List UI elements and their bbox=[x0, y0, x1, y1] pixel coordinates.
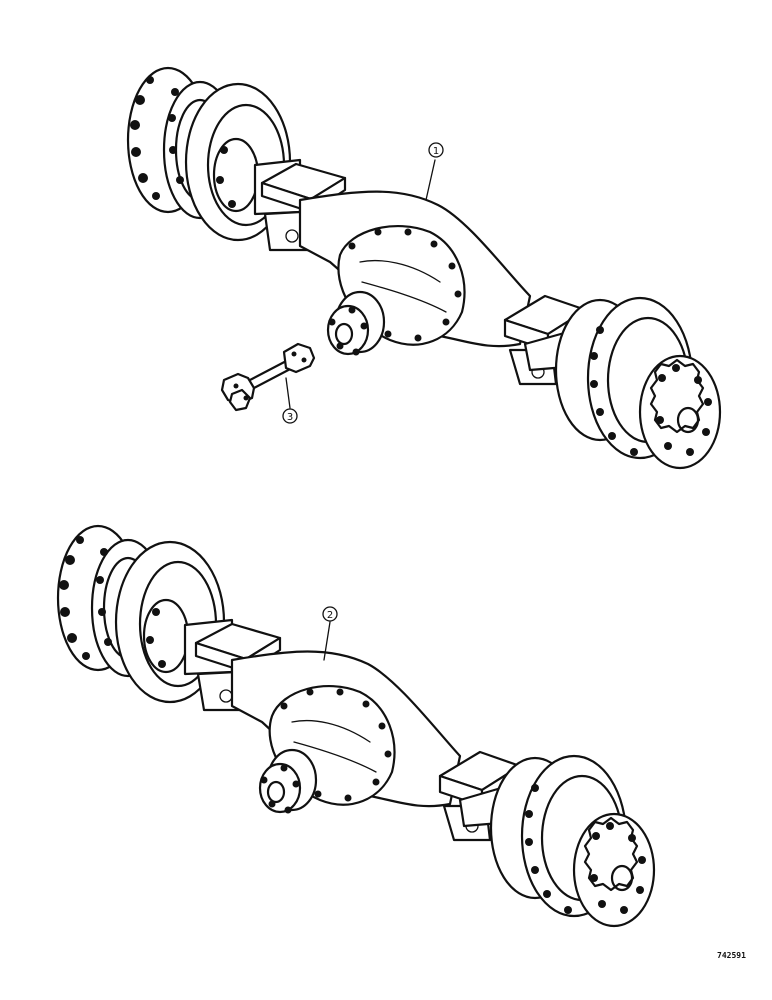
callout-label-2: 2 bbox=[327, 610, 333, 621]
axle-assembly-2: 2 bbox=[56, 524, 656, 928]
right-hub-2 bbox=[489, 754, 656, 928]
differential-housing-1 bbox=[326, 224, 466, 356]
right-hub-1 bbox=[554, 296, 722, 470]
callout-circle-3 bbox=[282, 408, 298, 424]
axle-assembly-1: 1 bbox=[126, 66, 722, 470]
differential-housing-2 bbox=[258, 685, 396, 814]
figure-reference-number: 742591 bbox=[717, 951, 746, 960]
drive-shaft-3: 3 bbox=[220, 342, 316, 424]
callout-label-3: 3 bbox=[287, 412, 293, 423]
callout-label-1: 1 bbox=[433, 146, 439, 157]
callout-circle-1 bbox=[428, 142, 444, 158]
callout-circle-2 bbox=[322, 606, 338, 622]
